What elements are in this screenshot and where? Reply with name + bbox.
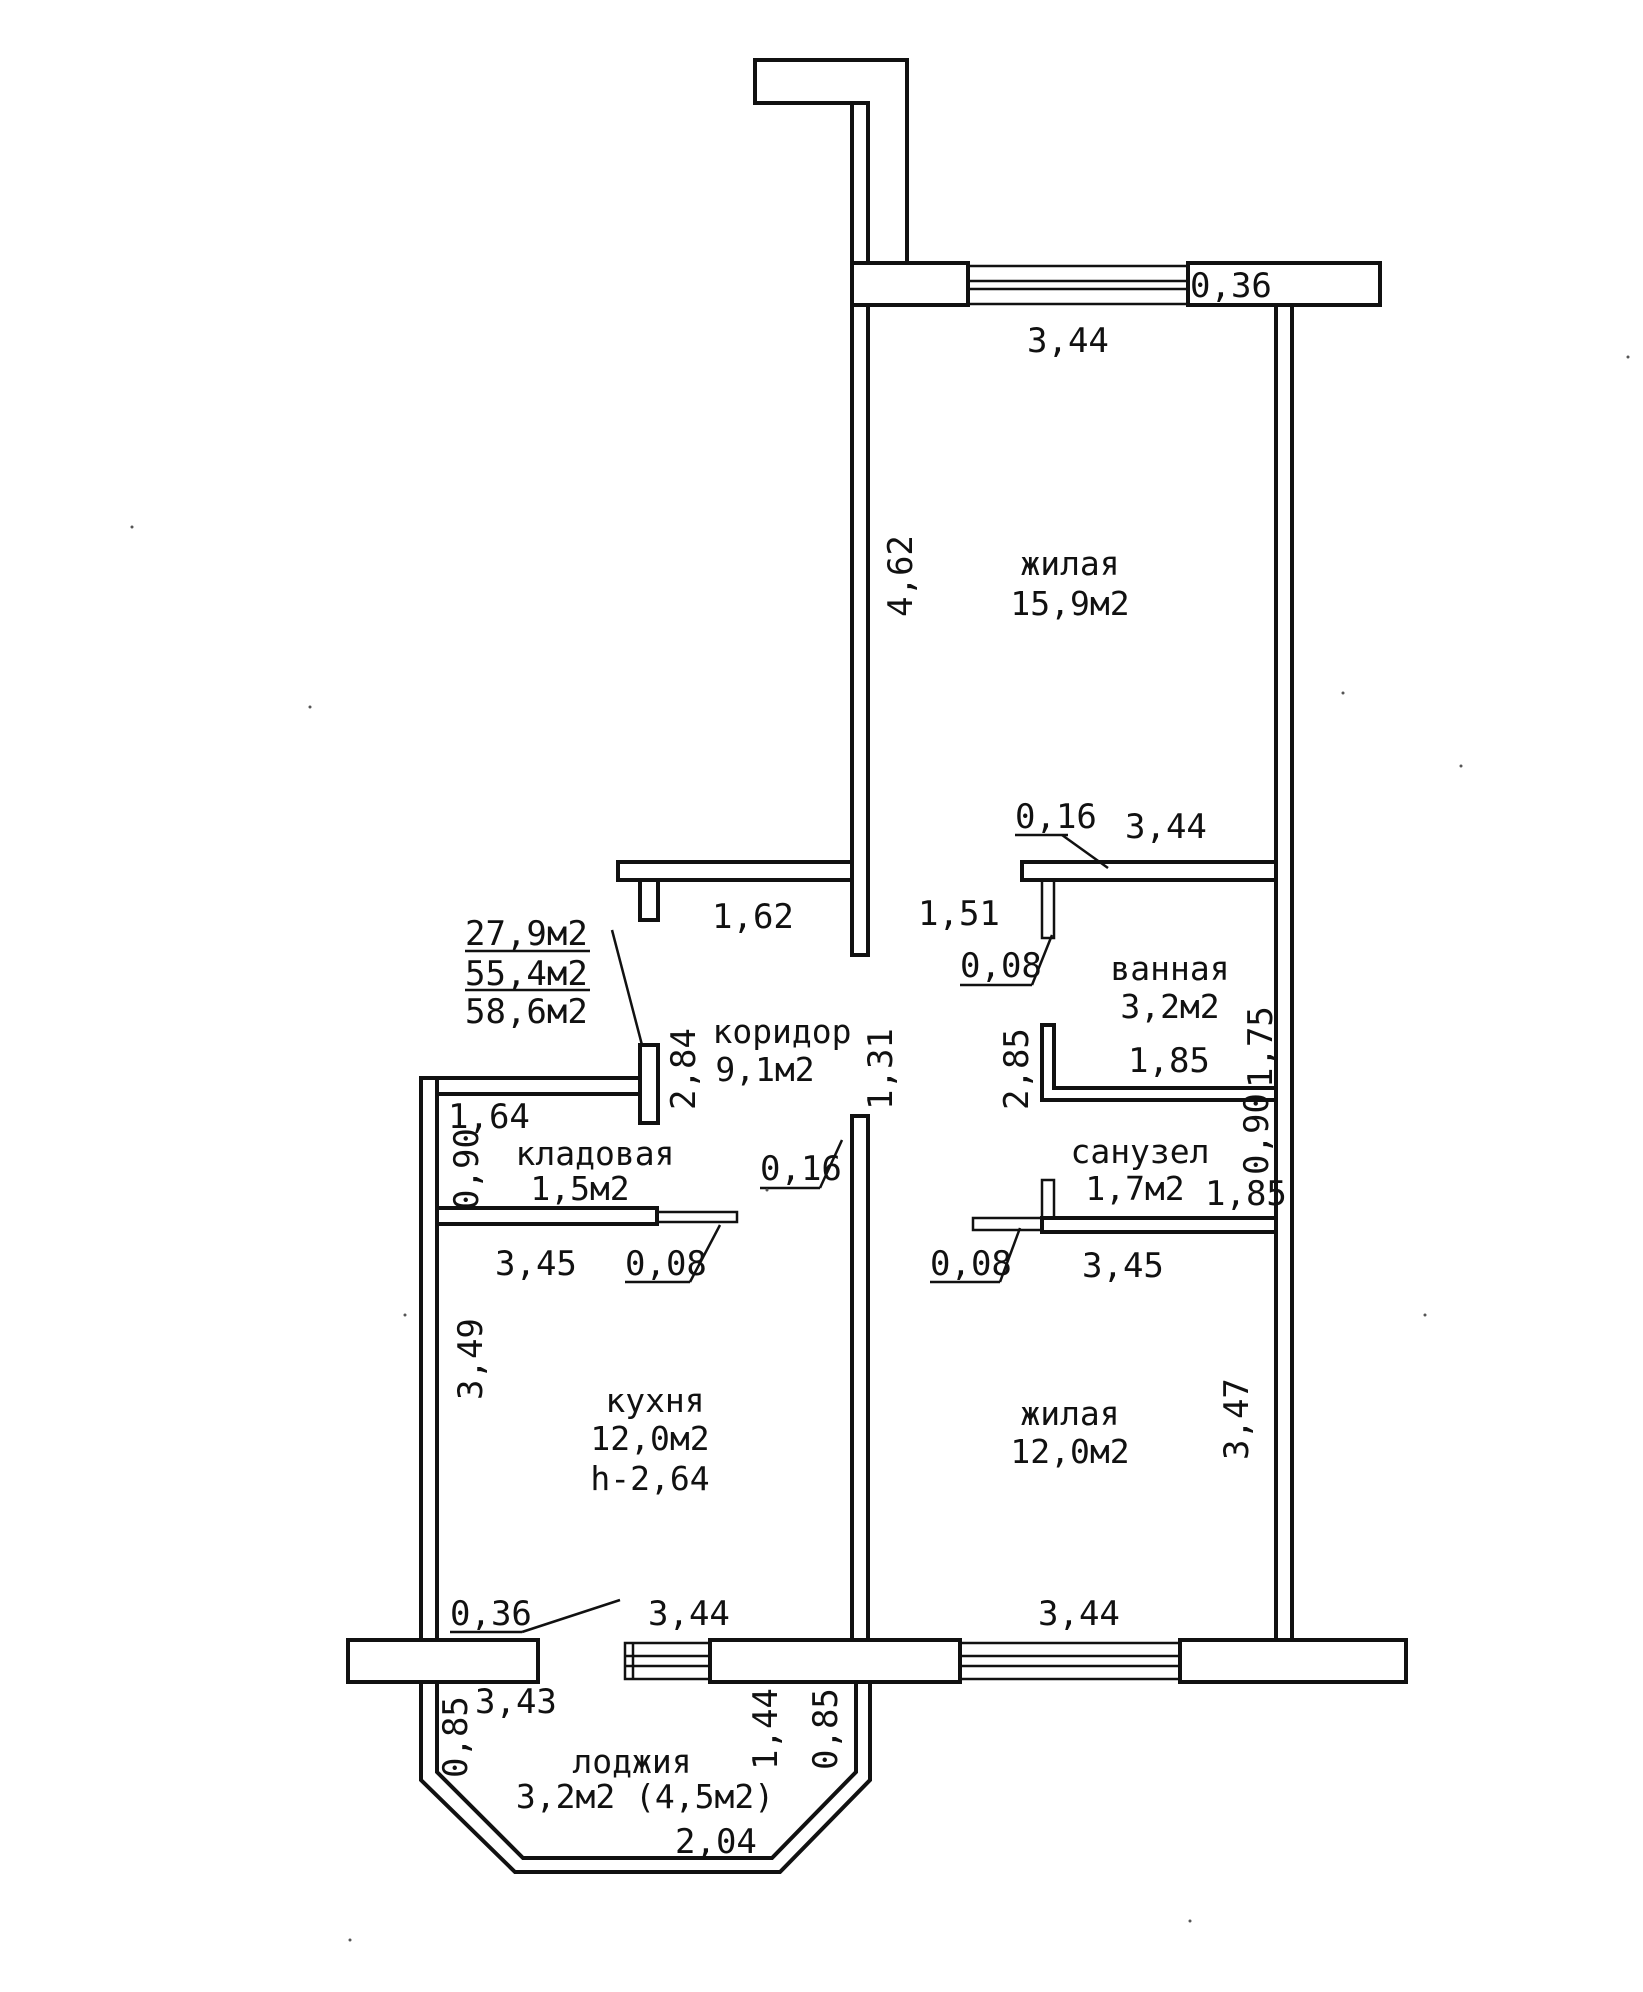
room-storage-area: 1,5м2: [530, 1169, 629, 1208]
room-living-top-name: жилая: [1020, 544, 1119, 583]
toilet-door-jamb: [1040, 1178, 1056, 1222]
dim-bath-height: 2,85: [997, 1028, 1037, 1110]
dim-loggia-left: 0,85: [436, 1696, 476, 1778]
dimension-labels: 0,36 3,44 4,62 0,16 3,44 1,62 1,51 0,08 …: [436, 266, 1287, 1862]
dim-top-wall: 0,36: [1190, 266, 1272, 306]
toilet-door-sill: [971, 1216, 1044, 1232]
dim-bath-top-width: 3,44: [1125, 807, 1207, 847]
dim-storage-top: 1,64: [448, 1097, 530, 1137]
dim-corridor-wall: 0,16: [760, 1149, 842, 1189]
dim-top-width: 3,44: [1027, 321, 1109, 361]
dim-bath-door: 0,08: [960, 946, 1042, 986]
bath-top-partition: [1020, 860, 1278, 882]
room-living-bottom-area: 12,0м2: [1010, 1432, 1129, 1471]
balcony-door: [623, 1641, 712, 1681]
west-wall-top-room: [850, 101, 870, 957]
top-wall-end-cap: [850, 261, 970, 307]
kitchen-bottom-wall: [708, 1638, 962, 1684]
dim-loggia-top: 3,43: [475, 1682, 557, 1722]
total-area-with-loggia: 58,6м2: [465, 992, 588, 1032]
bottom-window: [958, 1641, 1182, 1681]
dim-living-top-height: 4,62: [881, 535, 921, 617]
room-toilet-area: 1,7м2: [1085, 1169, 1184, 1208]
loggia-left-wall-block: [346, 1638, 540, 1684]
dim-loggia-right: 0,85: [806, 1688, 846, 1770]
dim-kitchen-top: 3,45: [495, 1244, 577, 1284]
corridor-left-post: [638, 1043, 660, 1125]
room-living-top-area: 15,9м2: [1010, 584, 1129, 623]
room-corridor-area: 9,1м2: [715, 1050, 814, 1089]
room-storage-name: кладовая: [516, 1134, 675, 1173]
dim-corridor-right: 1,51: [918, 894, 1000, 934]
room-kitchen-name: кухня: [605, 1381, 704, 1420]
room-corridor-name: коридор: [712, 1012, 851, 1051]
dim-corridor-height: 2,84: [664, 1028, 704, 1110]
room-loggia-area: 3,2м2 (4,5м2): [516, 1777, 774, 1816]
room-labels: жилая 15,9м2 ванная 3,2м2 коридор 9,1м2 …: [516, 544, 1230, 1816]
area-totals: 27,9м2 55,4м2 58,6м2: [465, 914, 588, 1032]
dim-loggia-mid: 1,44: [746, 1688, 786, 1770]
dim-kitchen-bottom: 3,44: [648, 1594, 730, 1634]
west-wall-kitchen: [419, 1076, 439, 1642]
dim-kitchen-height: 3,49: [451, 1318, 491, 1400]
dim-storage-door: 0,08: [625, 1244, 707, 1284]
walls: [346, 58, 1408, 1874]
dim-bath-top-wall: 0,16: [1015, 797, 1097, 837]
dim-living-bottom-top: 3,45: [1082, 1246, 1164, 1286]
loggia-outline: [419, 1682, 872, 1874]
bottom-right-wall: [1178, 1638, 1408, 1684]
room-loggia-name: лоджия: [572, 1742, 691, 1781]
toilet-bottom-partition: [1040, 1216, 1278, 1234]
room-bathroom-name: ванная: [1110, 949, 1229, 988]
dim-loggia-wall: 0,36: [450, 1594, 532, 1634]
dim-corridor-left: 1,62: [712, 897, 794, 937]
scan-specks: [130, 355, 1630, 1942]
bath-door-jamb: [1040, 878, 1056, 940]
dim-living-bottom-height: 3,47: [1217, 1378, 1257, 1460]
dim-toilet-width: 1,85: [1205, 1174, 1287, 1214]
dim-storage-side: 0,90: [447, 1128, 487, 1210]
kitchen-living-partition: [850, 1114, 870, 1642]
corridor-door-jamb: [638, 878, 660, 922]
storage-door-sill: [655, 1210, 739, 1224]
top-window: [966, 264, 1190, 306]
leader-lines: [450, 833, 1109, 1634]
dim-corridor-mid: 1,31: [861, 1028, 901, 1110]
corridor-top-partition: [616, 860, 854, 882]
dim-bath-width: 1,85: [1128, 1041, 1210, 1081]
room-kitchen-area: 12,0м2: [590, 1419, 709, 1458]
dim-bath-right: 1,75: [1241, 1006, 1281, 1088]
room-living-bottom-name: жилая: [1020, 1394, 1119, 1433]
bath-left-wall: [1040, 1023, 1278, 1102]
dim-loggia-bottom: 2,04: [675, 1822, 757, 1862]
dim-living-bottom-bottom: 3,44: [1038, 1594, 1120, 1634]
room-kitchen-height: h-2,64: [590, 1459, 709, 1498]
dim-toilet-door: 0,08: [930, 1244, 1012, 1284]
dim-toilet-side: 0,90: [1237, 1093, 1277, 1175]
east-wall: [1274, 303, 1294, 1642]
room-toilet-name: санузел: [1070, 1132, 1209, 1171]
total-living-area: 27,9м2: [465, 914, 588, 954]
total-area: 55,4м2: [465, 954, 588, 994]
room-bathroom-area: 3,2м2: [1120, 987, 1219, 1026]
storage-top-partition: [435, 1076, 642, 1096]
